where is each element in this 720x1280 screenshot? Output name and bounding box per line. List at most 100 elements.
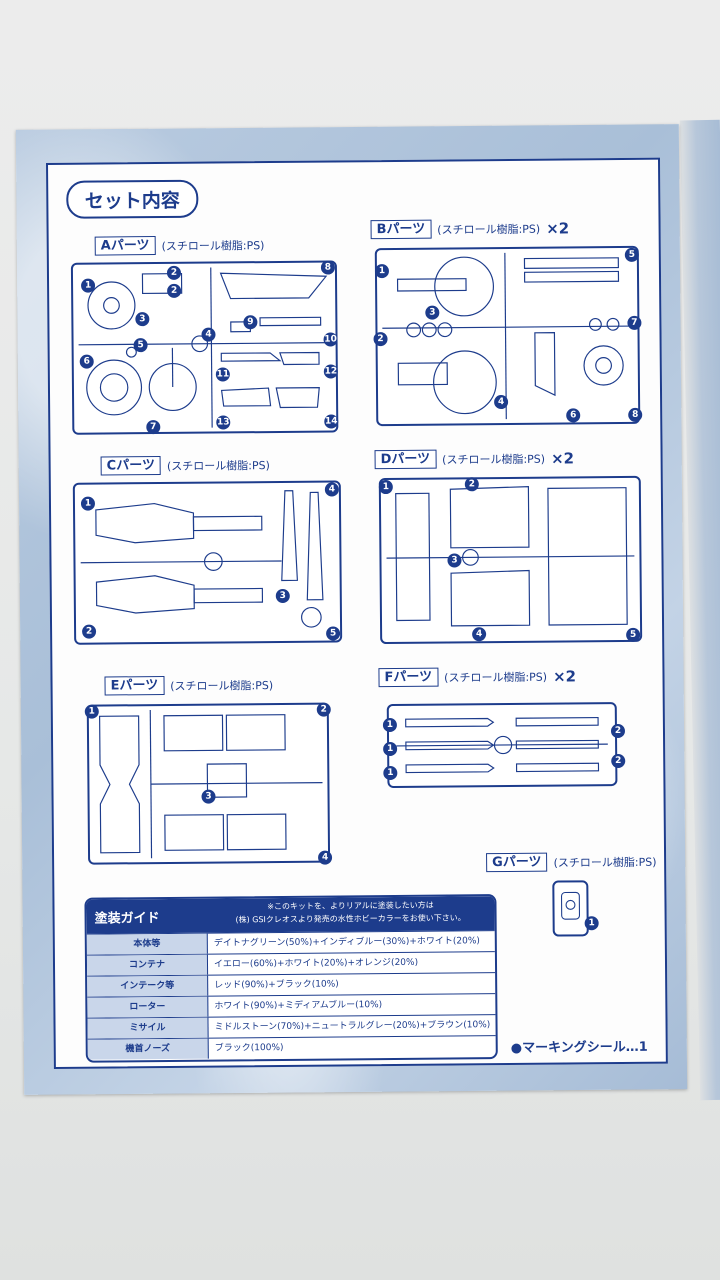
section-f-multiplier: ×2 — [552, 666, 577, 686]
paint-row-colors: ホワイト(90%)+ミディアムブルー(10%) — [214, 1000, 383, 1012]
section-b-material: (スチロール樹脂:PS) — [437, 222, 541, 237]
sprue-e-drawing — [99, 710, 323, 859]
section-c-label: Cパーツ — [100, 456, 162, 476]
paint-row-part: コンテナ — [86, 954, 209, 976]
paint-row: 機首ノーズ ブラック(100%) — [87, 1035, 496, 1060]
part-c-5: 5 — [326, 626, 341, 641]
part-a-4: 4 — [201, 327, 216, 342]
section-c-header: Cパーツ (スチロール樹脂:PS) — [100, 455, 270, 476]
sprue-f: 1 1 1 2 2 — [382, 702, 626, 789]
sprue-b-drawing — [382, 252, 633, 420]
part-e-4: 4 — [318, 850, 333, 865]
part-g-1: 1 — [584, 916, 599, 931]
paint-row-part: ローター — [87, 996, 209, 1018]
part-e-3: 3 — [201, 789, 216, 804]
section-d-multiplier: ×2 — [550, 448, 575, 468]
part-a-5: 5 — [133, 338, 148, 353]
part-a-2: 2 — [166, 265, 182, 280]
paint-row-colors: レッド(90%)+ブラック(10%) — [214, 979, 339, 991]
section-b-multiplier: ×2 — [546, 218, 570, 238]
paint-row-colors: ミドルストーン(70%)+ニュートラルグレー(20%)+ブラウン(10%) — [214, 1020, 491, 1033]
paint-row-colors: イエロー(60%)+ホワイト(20%)+オレンジ(20%) — [213, 957, 419, 970]
part-d-3: 3 — [447, 553, 462, 568]
part-d-5: 5 — [626, 627, 641, 642]
sprue-a: 1 2 2 3 4 5 6 7 8 9 10 11 12 13 14 — [70, 260, 339, 435]
part-a-3: 3 — [135, 312, 150, 327]
sprue-d-drawing — [386, 486, 635, 627]
part-a-1: 1 — [81, 278, 96, 293]
paint-guide-title: 塗装ガイド — [94, 911, 160, 927]
part-e-1: 1 — [84, 704, 99, 719]
sprue-e: 1 2 3 4 — [84, 702, 333, 865]
paint-row-part: インテーク等 — [87, 975, 209, 997]
paint-row-part: 機首ノーズ — [87, 1038, 209, 1060]
paint-guide-note-line2: (株) GSIクレオスより発売の水性ホビーカラーをお使い下さい。 — [235, 913, 466, 925]
part-c-4: 4 — [324, 482, 339, 497]
section-a-label: Aパーツ — [94, 236, 156, 256]
paint-row-colors: ブラック(100%) — [214, 1042, 284, 1054]
sprue-c-drawing — [80, 490, 324, 628]
part-d-4: 4 — [472, 627, 487, 642]
section-d-material: (スチロール樹脂:PS) — [442, 452, 546, 467]
part-b-2: 2 — [373, 332, 388, 347]
part-c-3: 3 — [275, 588, 290, 604]
section-d-header: Dパーツ (スチロール樹脂:PS) ×2 — [374, 448, 575, 470]
part-a-11: 11 — [215, 367, 230, 382]
section-g-label: Gパーツ — [486, 852, 548, 873]
sprue-b: 1 2 3 4 5 6 7 8 — [373, 245, 643, 427]
part-a-9: 9 — [243, 315, 258, 330]
paint-row: ミサイル ミドルストーン(70%)+ニュートラルグレー(20%)+ブラウン(10… — [87, 1014, 496, 1039]
section-e-header: Eパーツ (スチロール樹脂:PS) — [104, 675, 274, 696]
part-a-13: 13 — [216, 415, 231, 430]
section-g-material: (スチロール樹脂:PS) — [553, 855, 657, 870]
section-e-material: (スチロール樹脂:PS) — [170, 678, 274, 693]
paint-guide-header: 塗装ガイド ※このキットを、よりリアルに塗装したい方は (株) GSIクレオスよ… — [86, 896, 495, 934]
part-a-14: 14 — [324, 414, 339, 429]
part-b-5: 5 — [624, 247, 639, 262]
contents-frame: セット内容 Aパーツ (スチロール樹脂:PS) — [46, 157, 668, 1069]
paint-row-colors: デイトナグリーン(50%)+インディブルー(30%)+ホワイト(20%) — [213, 936, 480, 949]
part-b-7: 7 — [627, 315, 642, 330]
section-d-label: Dパーツ — [374, 449, 437, 470]
part-c-1: 1 — [80, 496, 96, 511]
paint-row-part: ミサイル — [87, 1017, 209, 1039]
part-b-3: 3 — [425, 305, 440, 320]
part-a-6: 6 — [79, 354, 94, 369]
section-b-header: Bパーツ (スチロール樹脂:PS) ×2 — [370, 218, 570, 240]
part-a-12: 12 — [323, 364, 338, 379]
sprue-d: 1 2 3 4 5 — [378, 475, 643, 645]
sprue-c: 1 2 3 4 5 — [72, 480, 343, 645]
sprue-a-drawing — [78, 267, 331, 428]
paint-row: 本体等 デイトナグリーン(50%)+インディブルー(30%)+ホワイト(20%) — [86, 930, 495, 955]
paint-guide-note: ※このキットを、よりリアルに塗装したい方は (株) GSIクレオスより発売の水性… — [210, 898, 490, 926]
part-f-1c: 1 — [383, 765, 398, 781]
part-f-2b: 2 — [611, 753, 626, 769]
paint-guide: 塗装ガイド ※このキットを、よりリアルに塗装したい方は (株) GSIクレオスよ… — [84, 894, 498, 1063]
section-f-header: Fパーツ (スチロール樹脂:PS) ×2 — [378, 666, 577, 688]
part-d-1: 1 — [378, 479, 393, 495]
section-b-label: Bパーツ — [370, 219, 432, 240]
section-f-material: (スチロール樹脂:PS) — [444, 670, 548, 685]
part-f-1b: 1 — [383, 741, 398, 757]
part-a-7: 7 — [146, 420, 161, 435]
part-b-1: 1 — [374, 264, 390, 279]
sprue-g: 1 — [552, 880, 599, 937]
part-e-2: 2 — [316, 702, 331, 717]
section-g-header: Gパーツ (スチロール樹脂:PS) — [486, 852, 657, 873]
paint-row-part: 本体等 — [86, 933, 208, 955]
part-a-2b: 2 — [167, 283, 182, 298]
section-f-label: Fパーツ — [378, 667, 439, 688]
section-c-material: (スチロール樹脂:PS) — [166, 458, 270, 473]
part-f-1a: 1 — [382, 717, 397, 733]
part-b-4: 4 — [494, 394, 509, 410]
part-f-2a: 2 — [610, 723, 626, 739]
sprue-f-drawing — [396, 716, 608, 774]
sprue-g-drawing — [560, 891, 581, 920]
part-a-8: 8 — [320, 260, 335, 275]
marking-sticker-count: ●マーキングシール…1 — [510, 1039, 648, 1056]
part-d-2: 2 — [464, 477, 479, 492]
part-c-2: 2 — [82, 624, 97, 639]
part-b-8: 8 — [628, 407, 643, 422]
page-title: セット内容 — [66, 179, 199, 219]
section-a-header: Aパーツ (スチロール樹脂:PS) — [94, 235, 265, 256]
